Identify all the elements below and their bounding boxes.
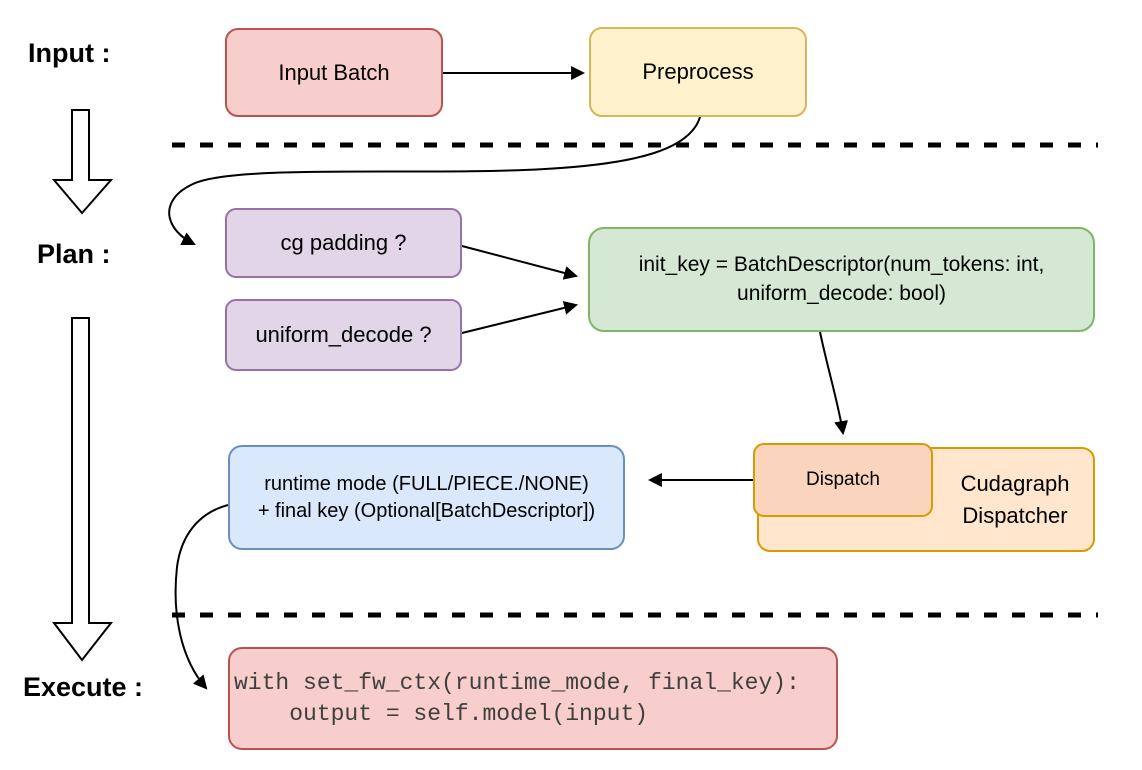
arrow-uniformdecode-to-initkey: [461, 301, 579, 334]
node-cg-padding: cg padding ?: [225, 208, 462, 278]
stage-label-execute: Execute :: [23, 672, 144, 702]
node-input-batch: Input Batch: [225, 28, 443, 117]
node-dispatch-label: Dispatch: [806, 469, 880, 491]
node-runtime-mode-line1: runtime mode (FULL/PIECE./NONE): [264, 472, 589, 495]
node-runtime-mode-line2: + final key (Optional[BatchDescriptor]): [257, 499, 596, 522]
node-runtime-mode: runtime mode (FULL/PIECE./NONE) + final …: [228, 445, 625, 550]
cudagraph-dispatcher-line2: Dispatcher: [962, 502, 1068, 528]
node-dispatch: Dispatch: [753, 443, 933, 517]
stage-arrow-input-to-plan-icon: [51, 109, 114, 215]
node-preprocess: Preprocess: [589, 27, 807, 117]
node-execute-code: with set_fw_ctx(runtime_mode, final_key)…: [228, 647, 838, 750]
stage-arrow-plan-to-execute-icon: [51, 317, 114, 662]
node-cudagraph-dispatcher-label: Cudagraph Dispatcher: [935, 447, 1095, 552]
stage-label-input: Input :: [28, 38, 111, 68]
node-init-key: init_key = BatchDescriptor(num_tokens: i…: [588, 227, 1095, 332]
node-cg-padding-label: cg padding ?: [280, 230, 407, 256]
node-uniform-decode: uniform_decode ?: [225, 299, 462, 371]
arrow-runtimemode-to-executecode: [174, 504, 229, 690]
arrow-cgpadding-to-initkey: [461, 245, 579, 280]
node-uniform-decode-label: uniform_decode ?: [255, 322, 432, 348]
node-init-key-line1: init_key = BatchDescriptor(num_tokens: i…: [638, 253, 1045, 277]
arrow-initkey-to-dispatch: [819, 331, 849, 436]
execute-code-line2: output = self.model(input): [234, 700, 649, 727]
cudagraph-dispatcher-line1: Cudagraph: [960, 470, 1070, 496]
execute-code-line1: with set_fw_ctx(runtime_mode, final_key)…: [234, 669, 800, 696]
node-preprocess-label: Preprocess: [642, 59, 754, 85]
node-init-key-line2: uniform_decode: bool): [737, 281, 946, 305]
stage-label-plan: Plan :: [37, 239, 111, 269]
node-input-batch-label: Input Batch: [278, 59, 390, 85]
